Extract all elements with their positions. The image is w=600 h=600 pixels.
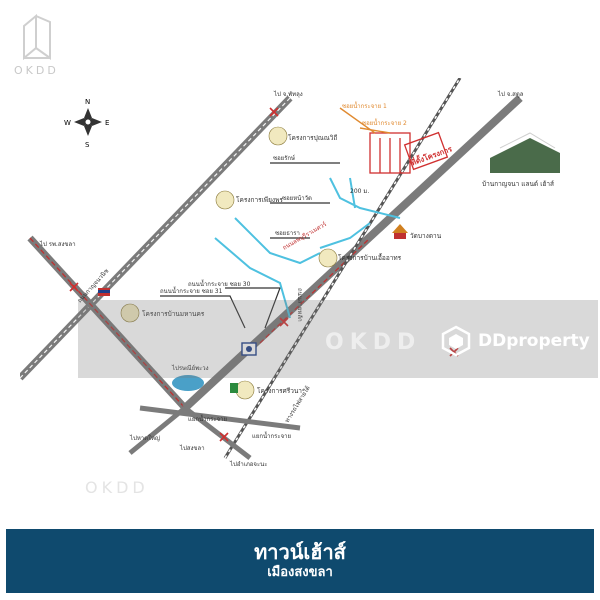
- okdd-watermark-text: OKDD: [14, 64, 59, 77]
- label-soi-1: ซอยรักษ์: [273, 154, 295, 162]
- label-to-songkhla2: ไปสงขลา: [179, 444, 205, 452]
- label-to-phatthalung: ไป จ.พัทลุง: [273, 90, 303, 98]
- label-warehouse: บ้านกาญจนา แลนด์ เฮ้าส์: [482, 180, 554, 188]
- banner-subtitle: เมืองสงขลา: [267, 565, 333, 580]
- label-side-road: ถนนสายหลัก: [296, 288, 303, 322]
- label-proj-1: โครงการปุณณวิถี: [288, 134, 337, 142]
- compass-w: W: [64, 119, 71, 127]
- label-to-songkhla: ไป รพ.สงขลา: [39, 240, 76, 248]
- compass-s: S: [85, 141, 90, 149]
- label-post-office: ไปรษณีย์พะวง: [171, 364, 209, 372]
- okdd-logo-icon: [23, 13, 51, 61]
- title-banner: ทาวน์เฮ้าส์ เมืองสงขลา: [6, 529, 594, 593]
- temple-icon: [392, 224, 408, 239]
- ddproperty-logo-icon: [441, 325, 471, 357]
- label-to-satun: ไป จ.สตูล: [497, 90, 524, 98]
- ddproperty-text: DDproperty: [478, 331, 590, 351]
- label-to-ranot2: ไปอำเภอจะนะ: [229, 460, 267, 468]
- banner-title: ทาวน์เฮ้าส์: [254, 540, 346, 564]
- label-soi-3: ซอยธารา: [275, 230, 300, 237]
- ddproperty-brand: DDproperty: [440, 325, 590, 357]
- label-proj-5: โครงการศรีวนา: [257, 387, 302, 395]
- label-dist: 200 ม.: [350, 188, 369, 195]
- stadium-icon: [172, 375, 204, 391]
- label-junction-2: แยกน้ำกระจาย: [252, 430, 291, 440]
- orange-road-1: ซอยน้ำกระจาย 1: [342, 100, 387, 110]
- compass-n: N: [85, 98, 90, 106]
- post-office-icon: [241, 342, 257, 356]
- compass-e: E: [105, 119, 109, 127]
- label-road-31: ถนนน้ำกระจาย ซอย 31: [160, 285, 223, 295]
- compass-icon: N S E W: [64, 98, 109, 149]
- okdd-overlay-text: OKDD: [325, 330, 422, 355]
- label-junction-1: แยกน้ำกระจาย: [188, 413, 227, 423]
- label-proj-2: โครงการเพียงพร: [236, 196, 283, 204]
- orange-road-2: ซอยน้ำกระจาย 2: [362, 117, 407, 127]
- label-road-30: ถนนน้ำกระจาย ซอย 30: [188, 278, 251, 288]
- watermark-overlay: [78, 300, 598, 378]
- label-proj-4: โครงการบ้านมหานคร: [142, 310, 205, 318]
- label-soi-2: ซอยหน้าวัด: [282, 195, 312, 202]
- label-temple: วัดบางดาน: [410, 232, 442, 240]
- okdd-watermark-bottom: OKDD: [85, 478, 149, 497]
- location-map: N S E W ที่ตั้งโครงการ ซอยน้ำกระจาย 1 ซอ…: [20, 78, 560, 468]
- seven-eleven-icon: [230, 383, 238, 393]
- project-icon: [120, 126, 338, 400]
- canal: [214, 237, 291, 319]
- label-proj-3: โครงการบ้านเอื้ออาทร: [338, 253, 402, 262]
- label-to-hatyai: ไปหาดใหญ่: [129, 434, 160, 442]
- flag-icon: [98, 288, 110, 296]
- warehouse-icon: [490, 132, 560, 173]
